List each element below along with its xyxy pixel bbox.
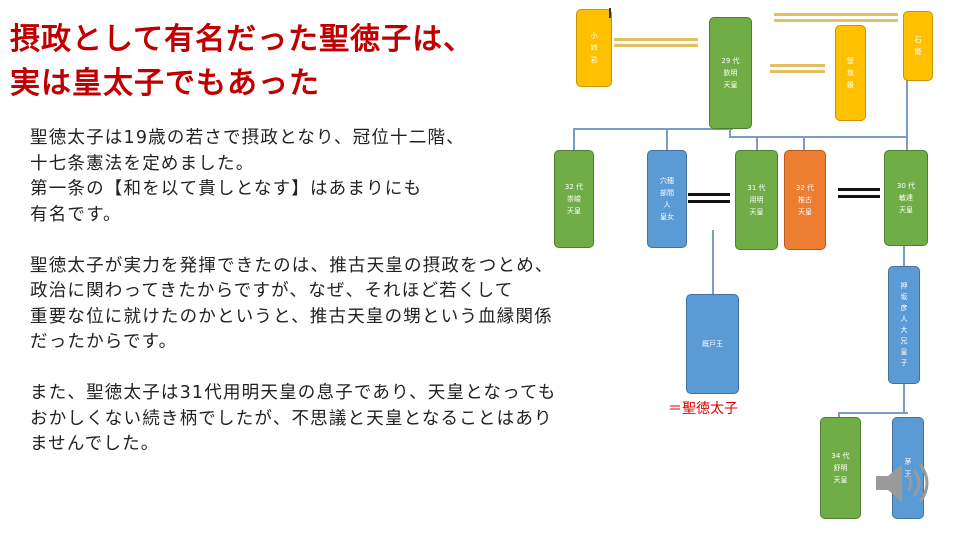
text-line: 聖徳太子が実力を発揮できたのは、推古天皇の摂政をつとめ、 bbox=[30, 255, 554, 276]
connector-line bbox=[803, 136, 805, 150]
marriage-bar bbox=[770, 64, 825, 67]
marriage-bar bbox=[774, 13, 898, 16]
text-line: 重要な位に就けたのかというと、推古天皇の甥という血縁関係 bbox=[30, 306, 553, 327]
connector-line bbox=[729, 130, 731, 138]
text-line: また、聖徳太子は31代用明天皇の息子であり、天皇となっても bbox=[30, 383, 557, 403]
connector-line bbox=[903, 384, 905, 414]
node-umayado: 厩戸王 bbox=[686, 294, 739, 394]
paragraph-3: また、聖徳太子は31代用明天皇の息子であり、天皇となっても おかしくない続き柄で… bbox=[30, 381, 650, 458]
connector-line bbox=[756, 136, 758, 150]
slide-title: 摂政として有名だった聖徳子は、 実は皇太子でもあった bbox=[10, 18, 550, 106]
connector-line bbox=[573, 128, 733, 130]
marriage-bar bbox=[614, 44, 698, 47]
node-bidatsu: 30 代 敏達 天皇 bbox=[884, 150, 928, 246]
text-line: 政治に関わってきたからですが、なぜ、それほど若くして bbox=[30, 281, 514, 301]
marriage-bar bbox=[774, 19, 898, 22]
text-line: 十七条憲法を定めました。 bbox=[30, 153, 255, 174]
connector-line bbox=[838, 412, 840, 417]
marriage-equals bbox=[838, 188, 880, 198]
body-text: 聖徳太子は19歳の若さで摂政となり、冠位十二階、 十七条憲法を定めました。 第一… bbox=[30, 126, 650, 458]
shotoku-annotation: ＝聖徳太子 bbox=[668, 401, 738, 417]
node-suiko: 32 代 推古 天皇 bbox=[784, 150, 826, 250]
marriage-equals bbox=[688, 193, 730, 203]
node-kinmei: 29 代 欽明 天皇 bbox=[709, 17, 752, 129]
node-jomei: 34 代 舒明 天皇 bbox=[820, 417, 861, 519]
node-right-partial: 茅 王 bbox=[892, 417, 924, 519]
connector-line bbox=[906, 22, 908, 150]
text-line: だったからです。 bbox=[30, 332, 178, 352]
text-line: 聖徳太子は19歳の若さで摂政となり、冠位十二階、 bbox=[30, 128, 465, 148]
connector-line bbox=[731, 136, 907, 138]
node-ishihime: 石 姫 bbox=[903, 11, 933, 81]
marriage-bar bbox=[614, 38, 698, 41]
paragraph-1: 聖徳太子は19歳の若さで摂政となり、冠位十二階、 十七条憲法を定めました。 第一… bbox=[30, 126, 650, 228]
text-line: 第一条の【和を以て貴しとなす】はあまりにも bbox=[30, 179, 423, 199]
node-soganokitashi: 堅 塩 媛 bbox=[835, 25, 866, 121]
text-line: おかしくない続き柄でしたが、不思議と天皇となることはあり bbox=[30, 408, 553, 429]
connector-line bbox=[573, 128, 575, 150]
title-line: 摂政として有名だった聖徳子は、 bbox=[10, 22, 475, 57]
text-line: 有名です。 bbox=[30, 204, 122, 225]
connector-line bbox=[838, 412, 908, 414]
title-line: 実は皇太子でもあった bbox=[10, 66, 320, 101]
speaker-icon[interactable] bbox=[872, 458, 934, 508]
marriage-bar bbox=[770, 70, 825, 73]
node-yomei: 31 代 用明 天皇 bbox=[735, 150, 778, 250]
text-line: ませんでした。 bbox=[30, 434, 160, 454]
node-oshisaka: 押 坂 彦 人 大 兄 皇 子 bbox=[888, 266, 920, 384]
paragraph-2: 聖徳太子が実力を発揮できたのは、推古天皇の摂政をつとめ、 政治に関わってきたから… bbox=[30, 254, 650, 356]
node-sushun: 32 代 崇峻 天皇 bbox=[554, 150, 594, 248]
connector-line bbox=[712, 230, 714, 294]
node-anahobe: 穴穂 部間 人 皇女 bbox=[647, 150, 687, 248]
node-oanegimi: 小 姉 君 bbox=[576, 9, 612, 87]
connector-line bbox=[903, 246, 905, 266]
connector-line bbox=[666, 128, 668, 150]
cursor-mark-icon bbox=[609, 8, 611, 18]
